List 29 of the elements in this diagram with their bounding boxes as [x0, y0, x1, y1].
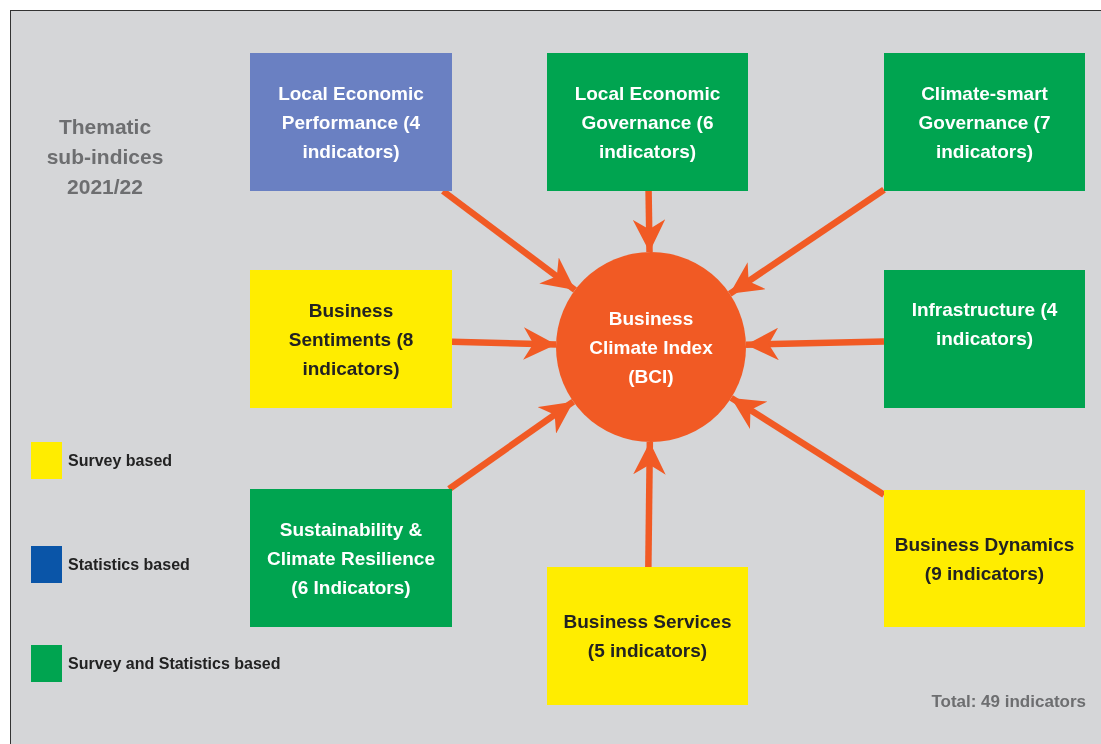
node-label: Business Sentiments (8 indicators) — [287, 298, 415, 381]
arrow — [447, 399, 576, 492]
category-box — [884, 490, 1085, 627]
diagram-heading: Thematic sub-indices 2021/22 — [45, 114, 165, 200]
category-box — [547, 53, 748, 191]
node-label: Business Services (5 indicators) — [562, 610, 733, 663]
node-label: Local Economic Performance (4 indicators) — [277, 81, 425, 164]
legend-label: Statistics based — [68, 555, 190, 574]
total-note: Total: 49 indicators — [930, 691, 1086, 713]
node-label: Business Climate Index (BCI) — [588, 306, 714, 389]
arrow — [745, 327, 885, 361]
category-box — [884, 53, 1085, 191]
category-box — [884, 270, 1085, 408]
arrow — [451, 327, 557, 360]
node-label: Infrastructure (4 indicators) — [910, 298, 1059, 351]
arrow — [729, 395, 886, 498]
category-box — [250, 489, 452, 627]
category-box — [250, 270, 452, 408]
arrow — [632, 190, 666, 253]
category-box — [547, 567, 748, 705]
legend-label: Survey and Statistics based — [68, 654, 281, 673]
node-label: Sustainability & Climate Resilience (6 Indicators) — [266, 517, 436, 600]
node-label: Local Economic Governance (6 indicators) — [573, 81, 722, 164]
node-label: Climate-smart Governance (7 indicators) — [917, 81, 1052, 164]
arrow — [633, 441, 666, 568]
category-box — [250, 53, 452, 191]
node-label: Business Dynamics (9 indicators) — [893, 532, 1076, 586]
legend-label: Survey based — [68, 451, 173, 470]
arrow — [727, 187, 886, 297]
